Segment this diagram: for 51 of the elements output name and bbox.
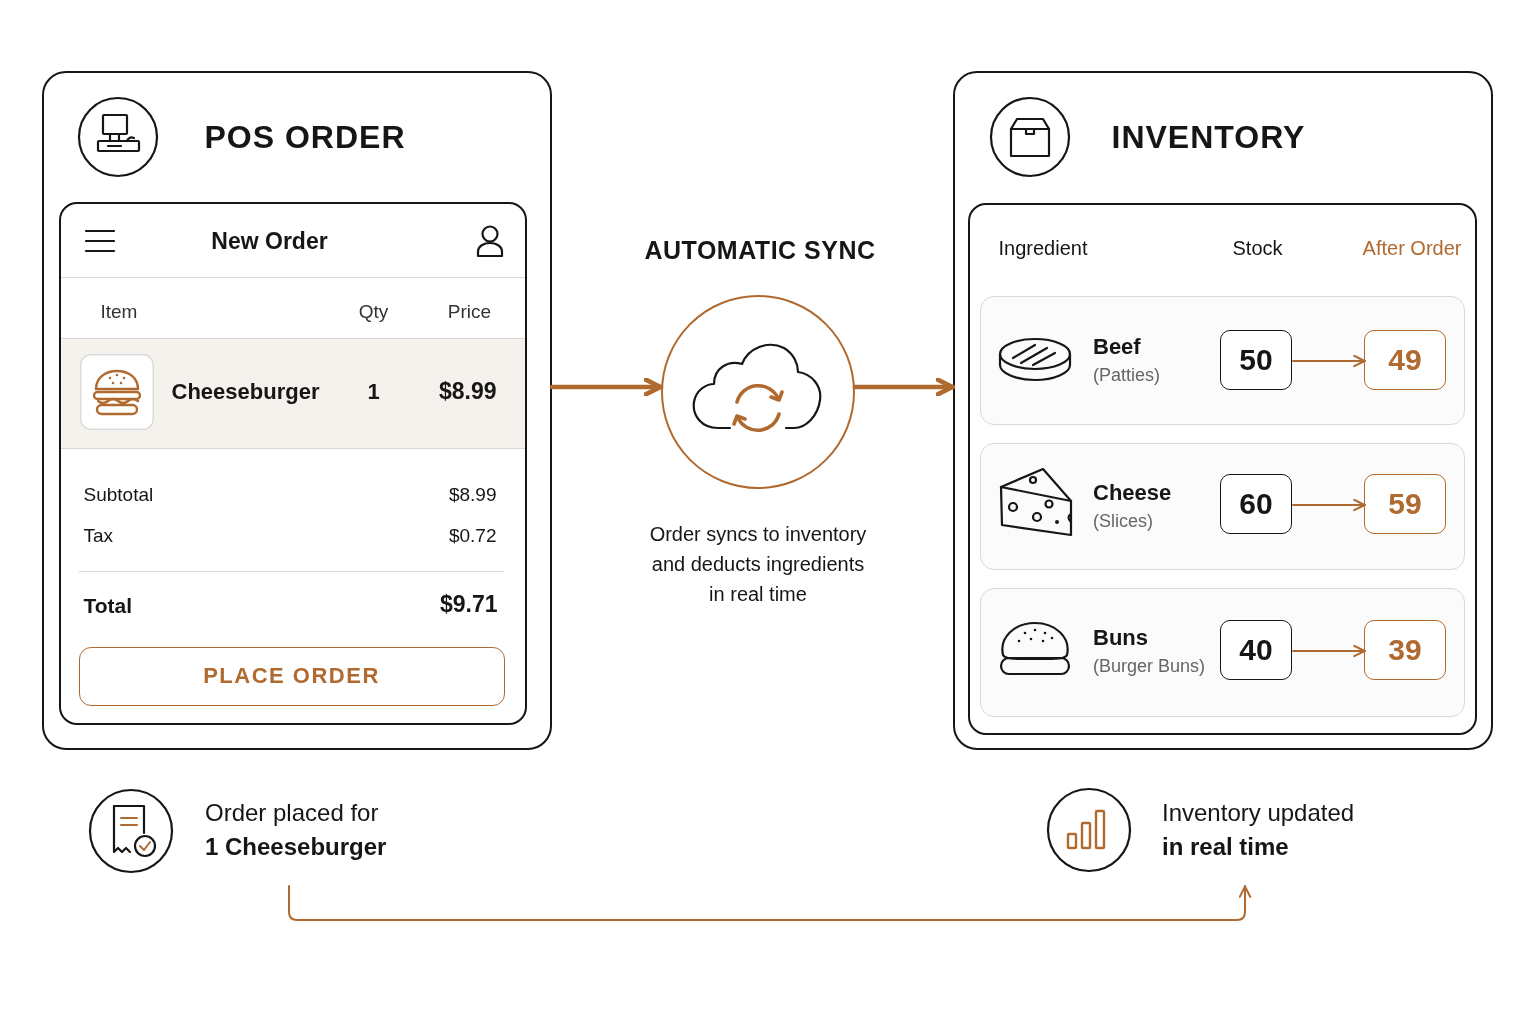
status-text: 1 Cheeseburger <box>205 833 387 862</box>
status-text: in real time <box>1162 833 1289 862</box>
item-price: $8.99 <box>438 377 497 406</box>
ingredient-name: Buns <box>1093 625 1148 652</box>
summary-label: Tax <box>83 524 114 548</box>
arrow <box>1292 644 1366 658</box>
column-header: Qty <box>358 300 389 324</box>
column-header: After Order <box>1362 235 1462 260</box>
ingredient-unit: (Patties) <box>1093 365 1161 387</box>
column-header: Item <box>100 300 138 324</box>
inventory-panel <box>953 71 1493 750</box>
item-name: Cheeseburger <box>171 378 320 405</box>
ingredient-unit: (Slices) <box>1093 511 1153 533</box>
ingredient-row <box>979 442 1465 570</box>
column-header: Stock <box>1232 235 1283 260</box>
column-header: Price <box>447 300 492 324</box>
summary-amount: $0.72 <box>448 524 497 548</box>
ingredient-name: Beef <box>1093 334 1141 361</box>
stock-count-box: 50 <box>1220 330 1292 390</box>
updated-count-box: 59 <box>1364 474 1446 534</box>
screen-title: New Order <box>211 227 328 256</box>
updated-count-box: 49 <box>1364 330 1446 390</box>
arrow <box>549 377 664 397</box>
panel-title: POS ORDER <box>204 117 406 156</box>
caption-text: Order syncs to inventory and deducts ingredients in real time <box>648 522 868 607</box>
stock-count-box: 40 <box>1220 620 1292 680</box>
ingredient-name: Cheese <box>1093 480 1172 507</box>
column-header: Ingredient <box>998 235 1088 260</box>
place-order-button: PLACE ORDER <box>78 646 505 706</box>
ingredient-row <box>979 295 1465 425</box>
panel-title: INVENTORY <box>1111 117 1306 156</box>
stock-count-box: 60 <box>1220 474 1292 534</box>
item-quantity: 1 <box>367 378 380 405</box>
summary-label: Subtotal <box>83 483 154 507</box>
arrow <box>1292 498 1366 512</box>
order-item-row <box>60 337 525 449</box>
pos-panel <box>42 71 552 750</box>
ingredient-row <box>979 587 1465 717</box>
summary-amount: $8.99 <box>448 483 497 507</box>
order-screen <box>58 201 527 725</box>
elbow-arrow <box>288 885 1252 921</box>
updated-count-box: 39 <box>1364 620 1446 680</box>
total-amount: $9.71 <box>439 590 498 619</box>
arrow <box>1292 354 1366 368</box>
total-label: Total <box>83 592 133 618</box>
section-title: AUTOMATIC SYNC <box>644 235 876 265</box>
status-text: Inventory updated <box>1162 799 1355 828</box>
arrow <box>852 377 956 397</box>
status-text: Order placed for <box>205 799 379 828</box>
ingredient-unit: (Burger Buns) <box>1093 656 1206 678</box>
inventory-table <box>967 202 1477 735</box>
